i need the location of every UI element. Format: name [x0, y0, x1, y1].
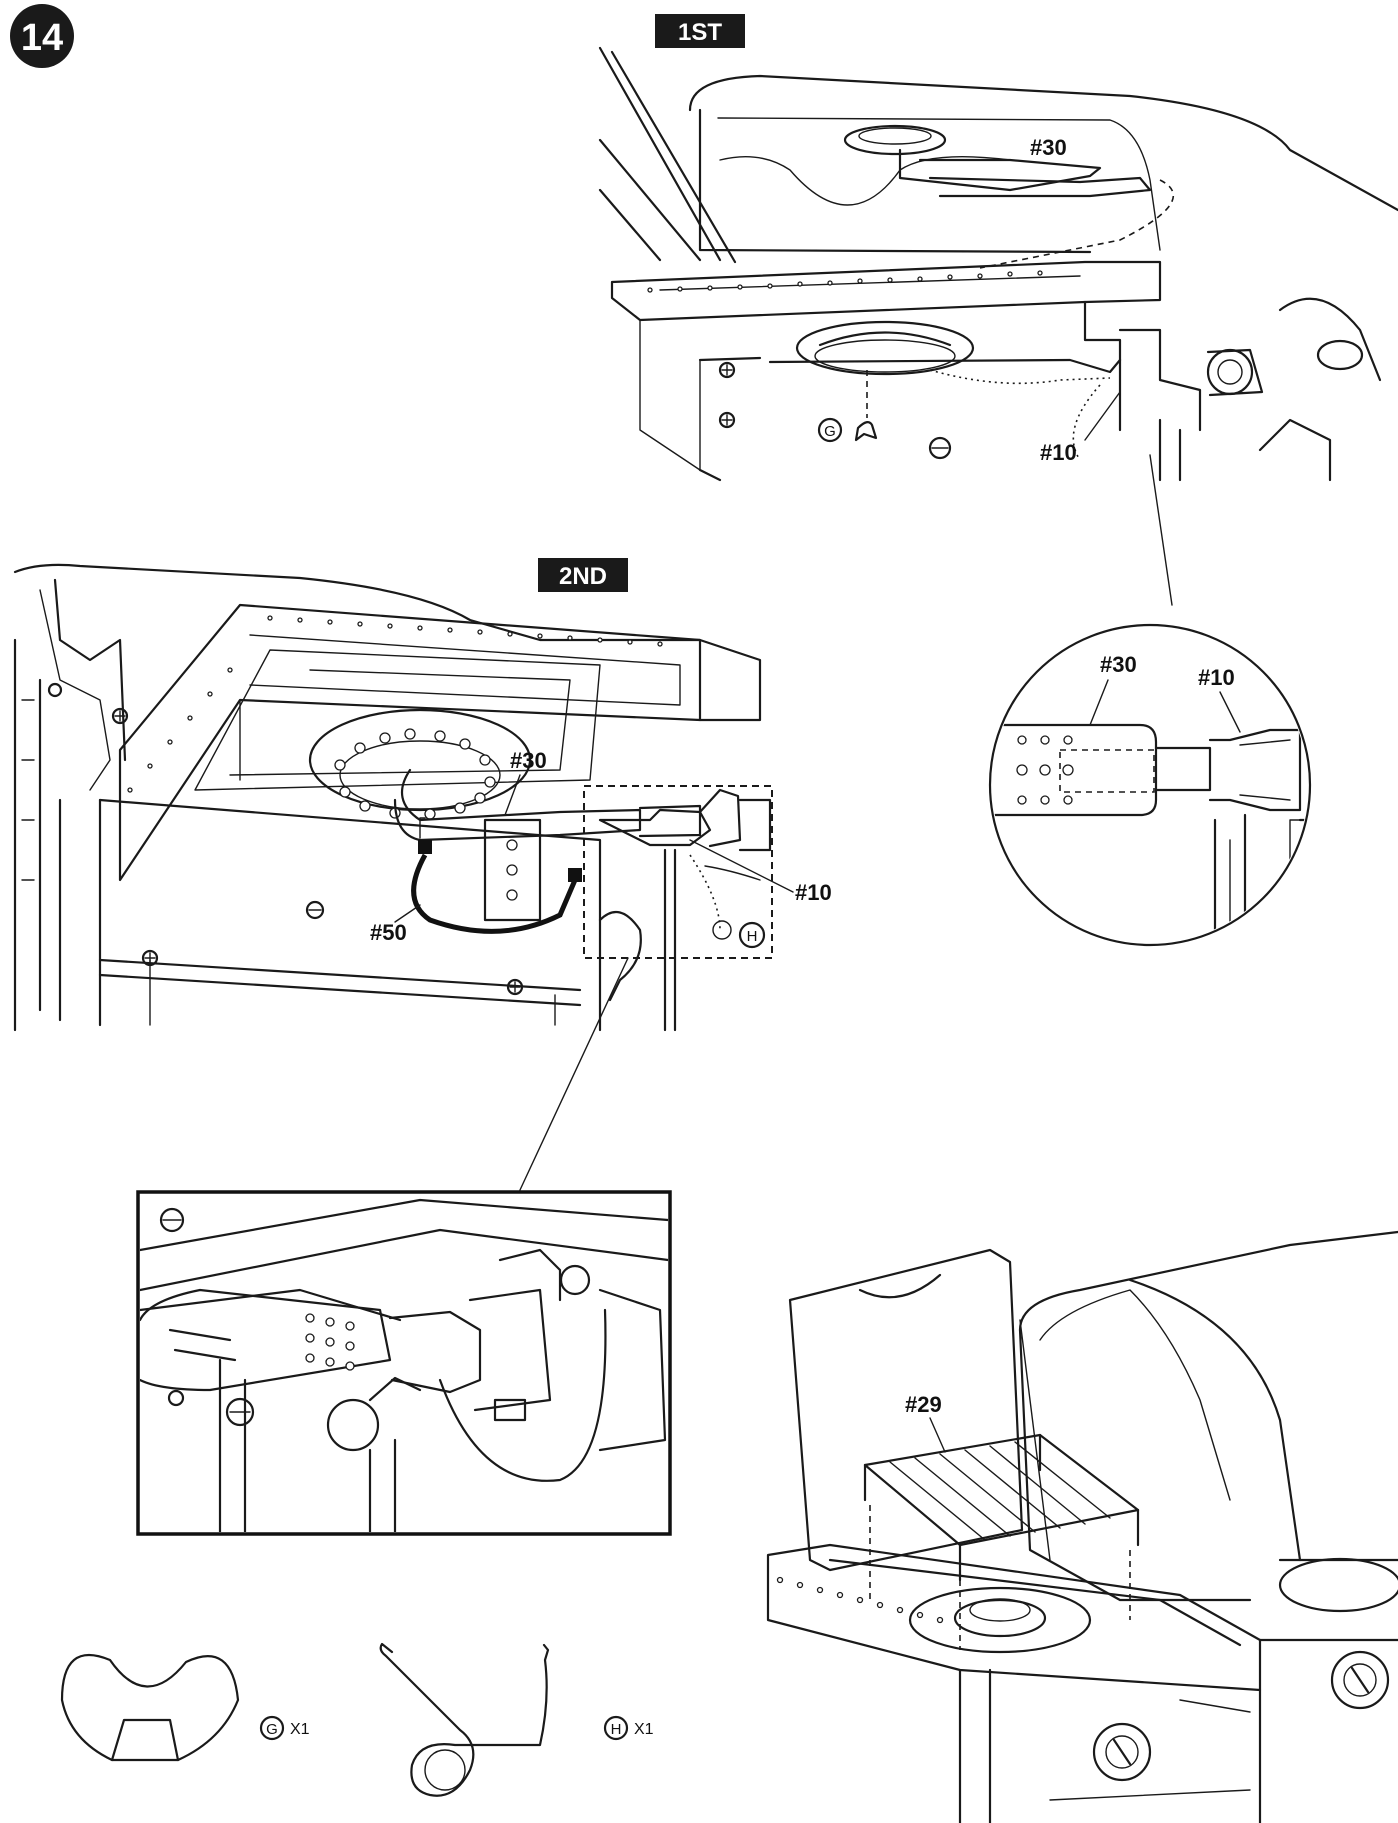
valve-assembly-second [598, 788, 772, 1032]
control-knob-left [1092, 1722, 1152, 1782]
label-29: #29 [905, 1392, 942, 1417]
valve-assembly-first [1118, 297, 1382, 482]
side-burner-head [908, 1586, 1092, 1654]
tag-second: 2ND [538, 558, 628, 592]
label-30-first: #30 [1030, 135, 1067, 160]
label-30-zoom: #30 [1100, 652, 1137, 677]
label-10-first: #10 [1040, 440, 1077, 465]
zoom-circle: #30 #10 [988, 623, 1312, 947]
side-burner-head-top [843, 124, 1102, 192]
tray-edge-holes [776, 1576, 944, 1624]
hairpin-cotter-pin-icon [379, 1642, 550, 1797]
label-50-second: #50 [370, 920, 407, 945]
step-badge: 14 [10, 4, 74, 68]
grate-29 [863, 1433, 1140, 1650]
tube-air-holes [1016, 735, 1074, 805]
side-burner-grate: #29 [766, 1230, 1398, 1823]
shelf-rivets-first [647, 270, 1043, 293]
svg-text:G: G [266, 1721, 278, 1738]
panel-first: 1ST [598, 14, 1398, 606]
svg-text:X1: X1 [290, 1721, 310, 1738]
wing-nut-icon [60, 1654, 240, 1762]
part-h-callout: H X1 [603, 1715, 654, 1741]
panel-second: 2ND [13, 558, 832, 1191]
svg-text:2ND: 2ND [559, 563, 607, 590]
label-10-zoom: #10 [1198, 665, 1235, 690]
part-g-callout: G X1 [259, 1715, 310, 1741]
svg-text:G: G [824, 423, 836, 440]
burner-head-second [308, 708, 532, 820]
control-knob-right [1330, 1650, 1390, 1710]
label-30-second: #30 [510, 748, 547, 773]
label-10-second: #10 [795, 880, 832, 905]
parts-legend: G X1 H X1 [60, 1642, 654, 1797]
hardware-h-second: H [712, 920, 766, 949]
tag-first: 1ST [655, 14, 745, 48]
svg-text:1ST: 1ST [678, 19, 722, 46]
svg-text:H: H [747, 928, 758, 945]
step-number: 14 [21, 17, 63, 59]
svg-text:H: H [611, 1721, 622, 1738]
hardware-g-first: G [817, 370, 878, 443]
burner-head-first [795, 320, 975, 376]
svg-text:X1: X1 [634, 1721, 654, 1738]
inset-detail [136, 1190, 672, 1536]
electrode-wire-50 [411, 817, 582, 934]
shelf-rivets-second [127, 615, 663, 793]
